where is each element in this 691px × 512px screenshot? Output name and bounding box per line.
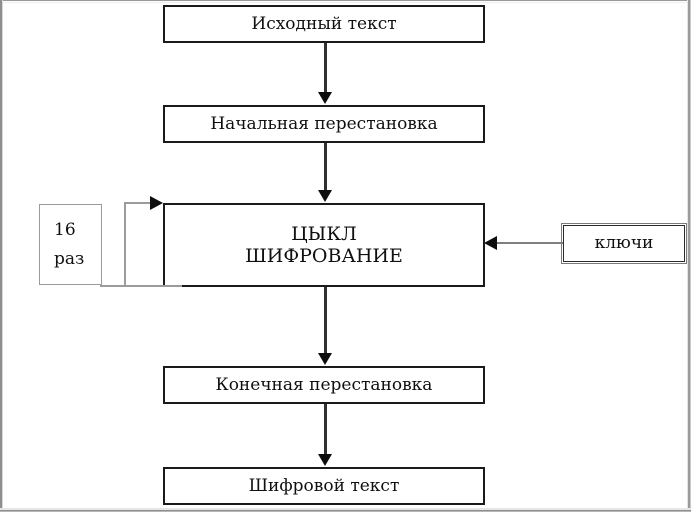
arrow-initial-permutation-to-cycle	[318, 143, 332, 202]
arrow-keys-to-cycle	[484, 236, 563, 250]
node-initial-permutation: Начальная перестановка	[163, 105, 485, 143]
node-keys: ключи	[561, 223, 687, 264]
node-encryption-cycle: ЦЫКЛ ШИФРОВАНИЕ	[163, 203, 485, 287]
round-count-unit: раз	[54, 249, 85, 269]
node-ciphertext: Шифровой текст	[163, 467, 485, 505]
arrow-cycle-to-final-permutation	[318, 287, 332, 365]
arrow-final-permutation-to-ciphertext	[318, 404, 332, 466]
node-round-count: 16 раз	[39, 204, 102, 285]
frame-border-left	[0, 0, 3, 512]
node-final-permutation: Конечная перестановка	[163, 366, 485, 404]
feedback-loop-bottom-segment	[100, 285, 182, 287]
feedback-loop-arrowhead-icon	[150, 196, 163, 210]
frame-border-top	[0, 0, 691, 3]
node-plaintext: Исходный текст	[163, 5, 485, 43]
frame-border-bottom	[0, 508, 691, 512]
feedback-loop-vertical-segment	[124, 203, 126, 287]
round-count-number: 16	[54, 219, 76, 240]
frame-border-right	[687, 0, 691, 512]
arrow-plaintext-to-initial-permutation	[318, 43, 332, 104]
feedback-loop-top-segment	[124, 202, 158, 204]
